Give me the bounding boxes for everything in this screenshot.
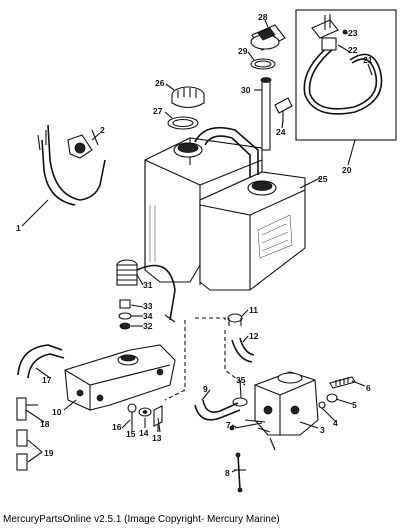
callout-28: 28 [258, 12, 268, 22]
tank-fitting [274, 97, 293, 122]
callout-17: 17 [42, 375, 52, 385]
callout-20: 20 [342, 165, 352, 175]
leader-lines [21, 19, 373, 473]
clamp-35 [232, 397, 248, 407]
callout-6: 6 [366, 383, 371, 393]
callout-9: 9 [203, 384, 208, 394]
fuel-tank [144, 126, 306, 291]
callout-labels: 1 2 3 4 5 6 7 8 9 10 11 12 13 14 15 16 1… [16, 12, 373, 478]
hose-19 [16, 429, 28, 471]
hose-9 [194, 399, 241, 421]
callout-8: 8 [225, 468, 230, 478]
callout-13: 13 [152, 433, 162, 443]
part-4 [318, 401, 326, 409]
callout-5: 5 [352, 400, 357, 410]
hose-17 [17, 344, 65, 379]
callout-12: 12 [249, 331, 259, 341]
filler-cap [171, 86, 205, 109]
callout-31: 31 [143, 280, 153, 290]
fuel-line-assembly [303, 14, 383, 115]
callout-33: 33 [143, 301, 153, 311]
callout-34: 34 [143, 311, 153, 321]
fitting-11 [227, 313, 243, 326]
callout-29: 29 [238, 46, 248, 56]
callout-32: 32 [143, 321, 153, 331]
callout-30: 30 [241, 85, 251, 95]
callout-23: 23 [348, 28, 358, 38]
linkage-7 [229, 422, 263, 431]
callout-7: 7 [226, 420, 231, 430]
hose-18 [16, 397, 38, 421]
callout-1: 1 [16, 223, 21, 233]
cap-gasket [167, 116, 199, 130]
callout-35: 35 [236, 375, 246, 385]
primer-assembly [116, 259, 176, 330]
carburetor [244, 371, 319, 451]
callout-25: 25 [318, 174, 328, 184]
fuel-pump [64, 344, 176, 411]
callout-14: 14 [139, 428, 149, 438]
gauge-gasket [250, 58, 276, 70]
callout-22: 22 [348, 45, 358, 55]
callout-21: 21 [363, 55, 373, 65]
callout-15: 15 [126, 429, 136, 439]
callout-18: 18 [40, 419, 50, 429]
callout-19: 19 [44, 448, 54, 458]
fuel-gauge [250, 24, 286, 51]
callout-27: 27 [153, 106, 163, 116]
callout-2: 2 [100, 125, 105, 135]
elbow-12 [231, 337, 255, 363]
callout-4: 4 [333, 418, 338, 428]
callout-16: 16 [112, 422, 122, 432]
callout-26: 26 [155, 78, 165, 88]
detail-box-fuel-line [295, 9, 397, 141]
callout-10: 10 [52, 407, 62, 417]
callout-11: 11 [249, 305, 258, 315]
adjust-screw-6 [329, 376, 356, 389]
link-rod-8 [234, 452, 246, 493]
part-5 [326, 393, 338, 403]
image-caption: MercuryPartsOnline v2.5.1 (Image Copyrig… [3, 514, 280, 525]
hardware-13-16 [127, 403, 163, 433]
pickup-tube [260, 77, 272, 151]
callout-3: 3 [320, 425, 325, 435]
callout-24: 24 [276, 127, 286, 137]
